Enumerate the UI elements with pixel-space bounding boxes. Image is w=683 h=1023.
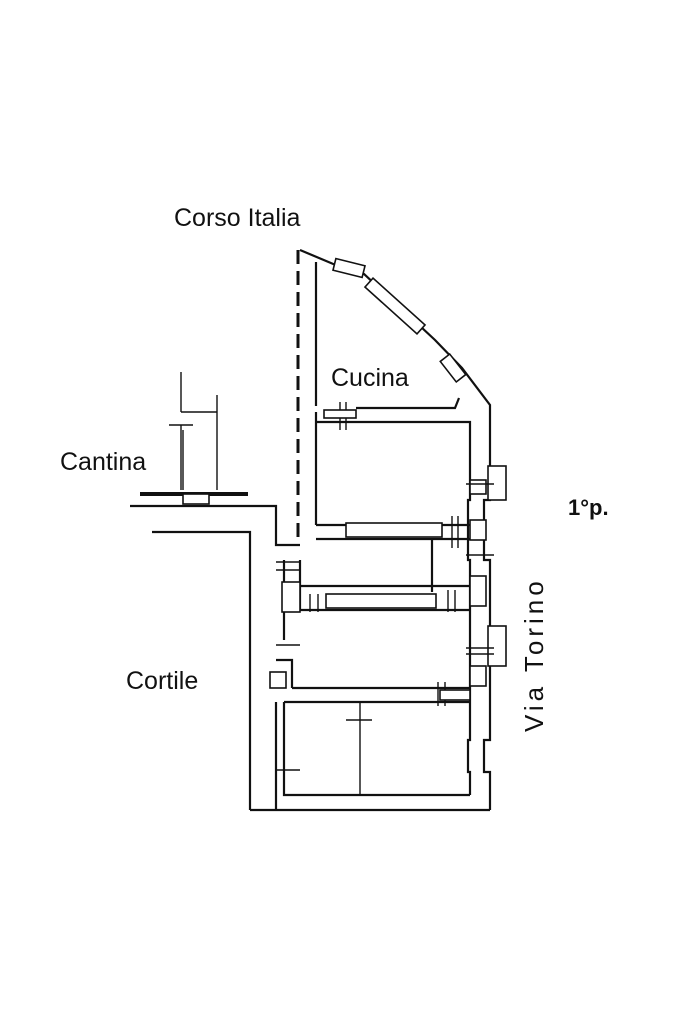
right-facade bbox=[466, 465, 507, 810]
label-via-torino: Via Torino bbox=[519, 577, 549, 732]
internal-partitions bbox=[269, 516, 471, 810]
label-cortile: Cortile bbox=[126, 667, 198, 695]
label-floor: 1°p. bbox=[568, 495, 609, 520]
corridor-walls bbox=[130, 504, 490, 812]
label-cantina: Cantina bbox=[60, 448, 146, 476]
kitchen-walls bbox=[299, 248, 492, 525]
label-corso-italia: Corso Italia bbox=[174, 204, 301, 232]
label-cucina: Cucina bbox=[331, 364, 409, 392]
cantina-fragment bbox=[140, 372, 248, 505]
